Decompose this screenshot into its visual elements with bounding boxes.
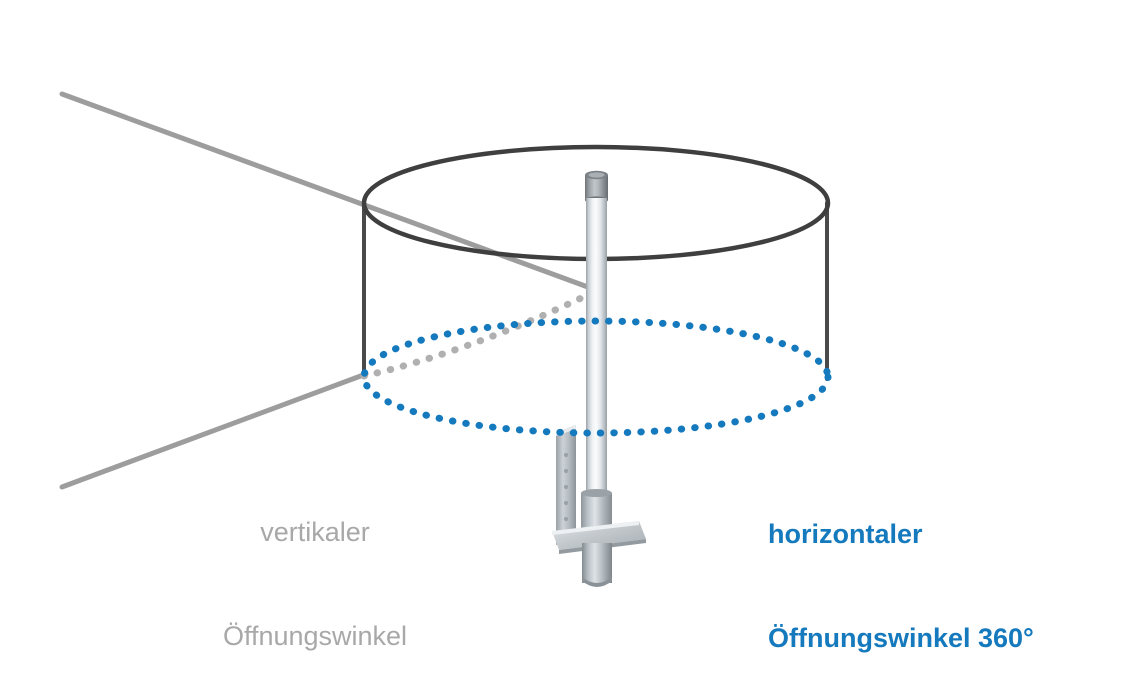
vertical-angle-upper-ray: [59, 91, 599, 293]
horizontal-angle-label-line1: horizontaler: [768, 519, 923, 550]
vertical-angle-label-line2: Öffnungswinkel: [222, 620, 408, 651]
vertical-angle-lower-ray: [59, 371, 369, 490]
vertical-angle-label-line1: vertikaler: [260, 517, 370, 548]
mount-lower-pole: [582, 543, 612, 587]
horizontal-pattern-ellipse: [360, 317, 832, 437]
vertical-angle-rays: [59, 91, 599, 490]
antenna-mount: [552, 425, 646, 587]
cylinder-walls: [362, 201, 829, 381]
mount-bracket: [556, 425, 576, 545]
antenna-assembly: [581, 170, 612, 538]
vertical-angle-label: vertikaler Öffnungswinkel: [170, 446, 460, 680]
horizontal-angle-label-line2: Öffnungswinkel 360°: [768, 622, 1034, 653]
horizontal-angle-label: horizontaler Öffnungswinkel 360°: [768, 448, 1034, 680]
antenna-mast: [586, 198, 607, 495]
hidden-vertical-arc: [360, 287, 600, 380]
